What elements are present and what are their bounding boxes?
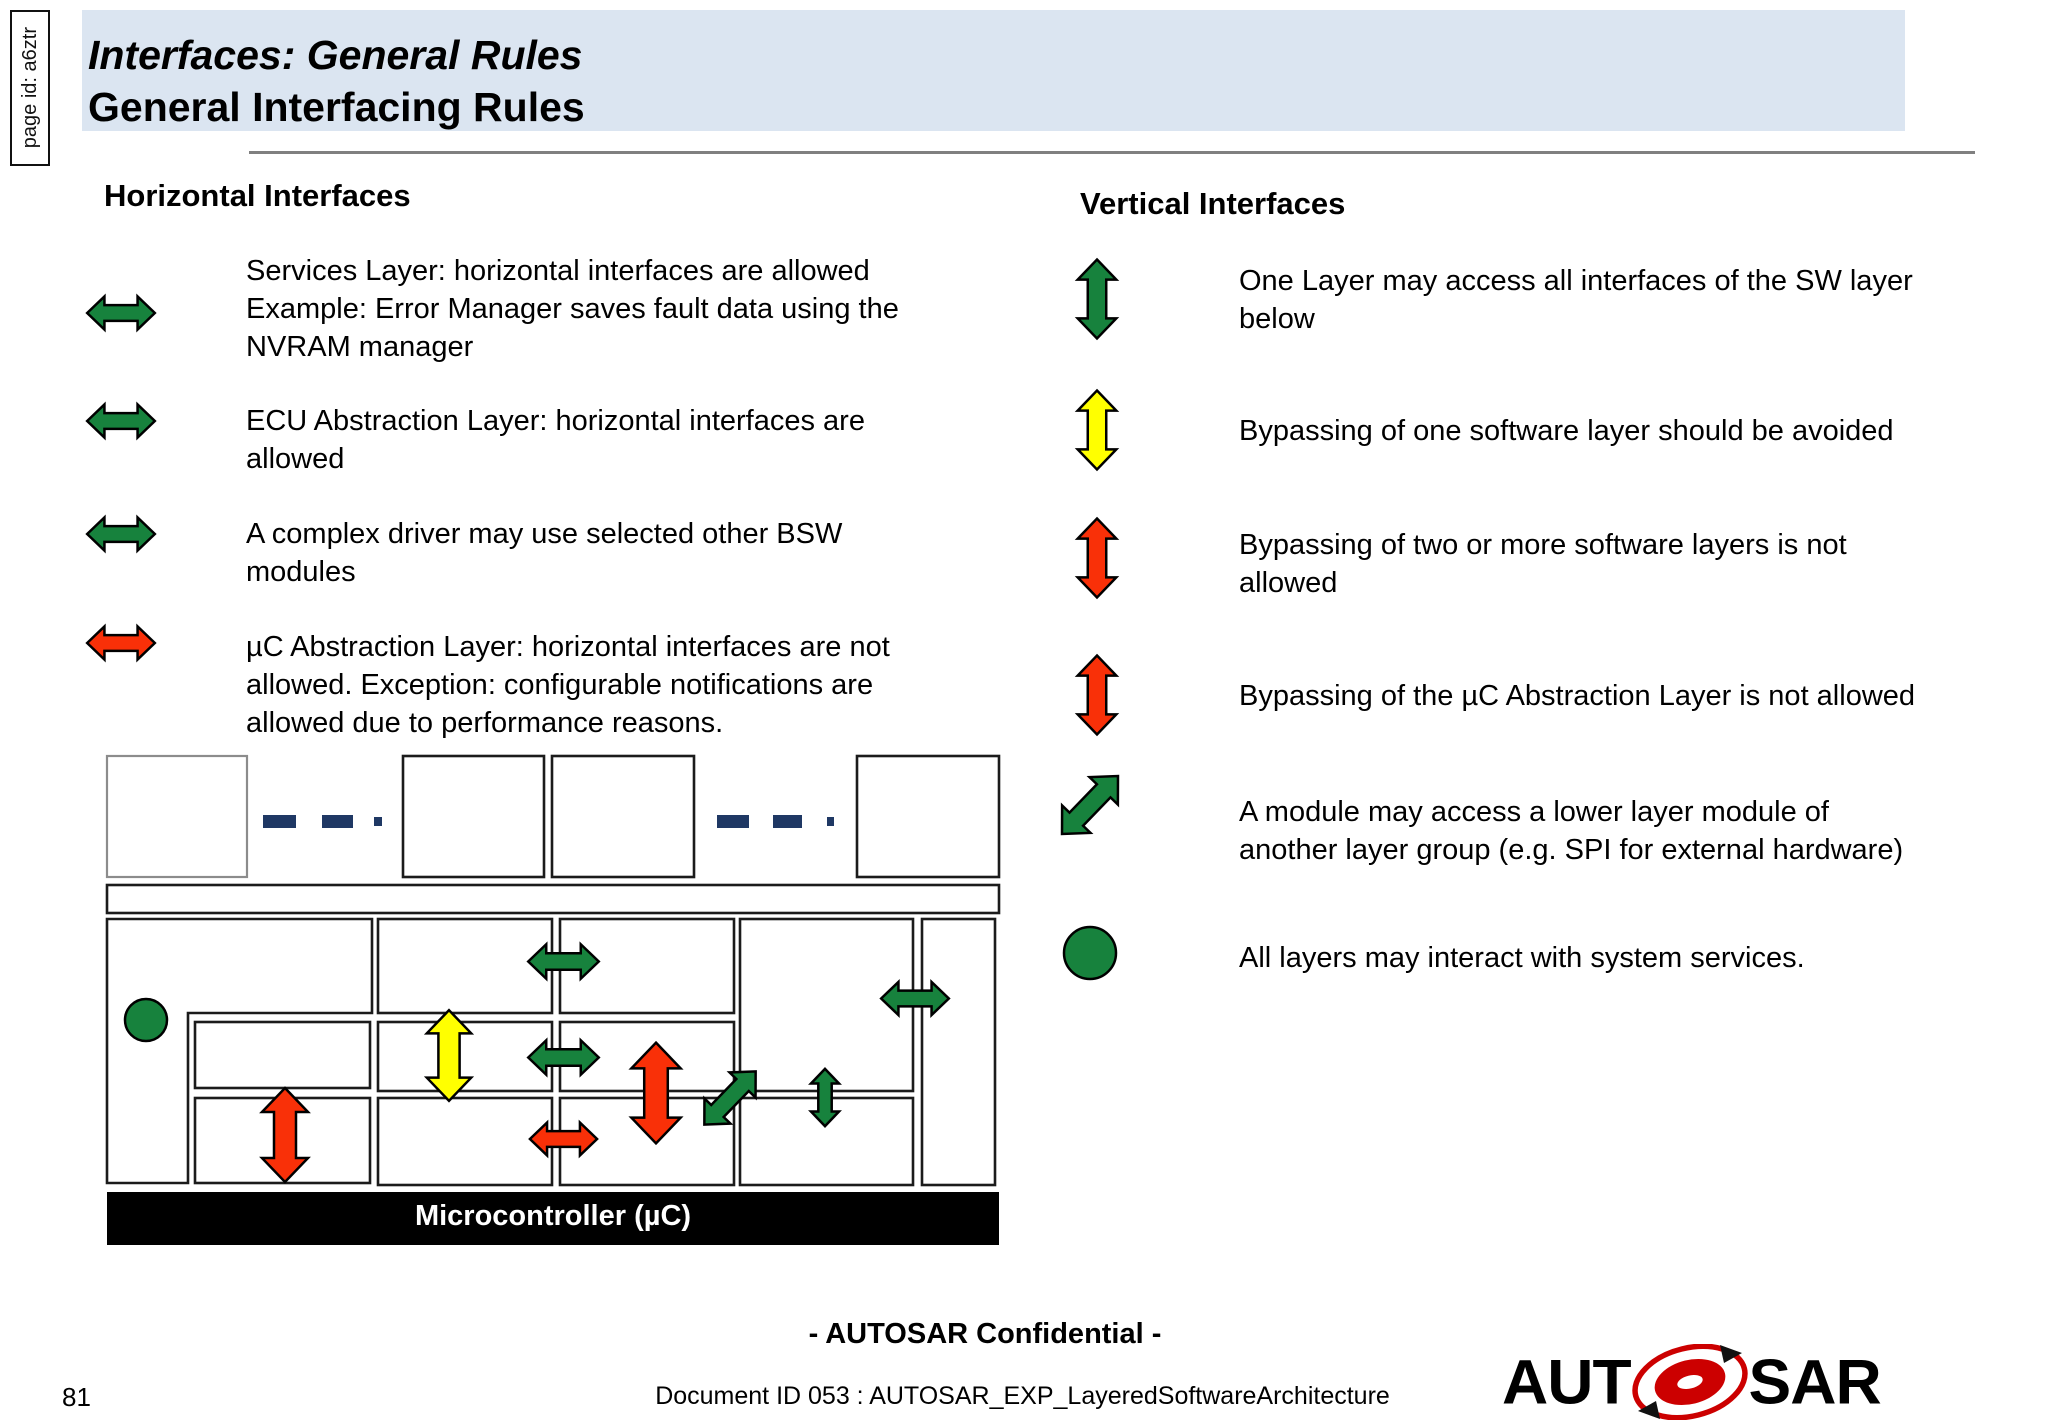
dashed-connector xyxy=(717,815,834,828)
diagram-top-box xyxy=(105,754,249,879)
page-id-box: page id: a6ztr xyxy=(10,10,50,166)
page-subtitle: General Interfacing Rules xyxy=(88,84,585,130)
vertical-rule-text: Bypassing of two or more software layers… xyxy=(1239,529,1847,599)
horizontal-arrow-icon xyxy=(86,625,156,661)
vertical-arrow-icon xyxy=(1076,389,1118,471)
horizontal-rule-text: µC Abstraction Layer: horizontal interfa… xyxy=(246,631,890,739)
diagram-top-box xyxy=(550,754,696,879)
vertical-rule-text: Bypassing of the µC Abstraction Layer is… xyxy=(1239,680,1916,712)
diagram-box xyxy=(376,1096,554,1187)
confidential-note: - AUTOSAR Confidential - xyxy=(808,1318,1162,1350)
diagram-box xyxy=(193,1020,372,1090)
dashed-connector xyxy=(263,815,382,828)
diagram-box xyxy=(376,917,554,1015)
logo-text-sar: SAR xyxy=(1748,1346,1882,1418)
diagram-top-box xyxy=(855,754,1001,879)
section-heading-vertical: Vertical Interfaces xyxy=(1080,186,1346,221)
vertical-rule-text: All layers may interact with system serv… xyxy=(1239,942,1805,974)
diagram-rte-strip xyxy=(105,883,1001,915)
horizontal-rule-text: Services Layer: horizontal interfaces ar… xyxy=(246,255,899,363)
diagram-box xyxy=(920,917,997,1187)
vertical-rule-text: Bypassing of one software layer should b… xyxy=(1239,415,1894,447)
title-bar xyxy=(82,10,1905,131)
horizontal-arrow-icon xyxy=(86,295,156,331)
vertical-arrow-icon xyxy=(1076,517,1118,599)
horizontal-arrow-icon xyxy=(86,516,156,552)
page-title: Interfaces: General Rules xyxy=(88,32,583,78)
diagonal-arrow-icon xyxy=(1046,760,1134,850)
horizontal-arrow-icon xyxy=(86,403,156,439)
document-id: Document ID 053 : AUTOSAR_EXP_LayeredSof… xyxy=(655,1382,1390,1410)
diagram-l-shape-layer xyxy=(105,917,374,1185)
microcontroller-bar xyxy=(107,1192,999,1245)
page-number: 81 xyxy=(62,1382,91,1412)
section-heading-horizontal: Horizontal Interfaces xyxy=(104,178,411,213)
title-separator xyxy=(249,151,1975,154)
circle-icon xyxy=(1062,925,1118,981)
logo-text-aut: AUT xyxy=(1502,1346,1632,1418)
vertical-arrow-icon xyxy=(1076,654,1118,736)
vertical-rule-text: A module may access a lower layer module… xyxy=(1239,796,1904,866)
diagram-circle-marker xyxy=(123,997,169,1043)
autosar-logo: AUT SAR xyxy=(1502,1344,1882,1420)
horizontal-rule-text: A complex driver may use selected other … xyxy=(246,518,843,588)
microcontroller-label: Microcontroller (µC) xyxy=(414,1200,692,1232)
vertical-rule-text: One Layer may access all interfaces of t… xyxy=(1239,265,1913,335)
horizontal-rule-text: ECU Abstraction Layer: horizontal interf… xyxy=(246,405,865,475)
diagram-top-box xyxy=(401,754,546,879)
logo-swirl-o-icon xyxy=(1631,1344,1748,1420)
vertical-arrow-icon xyxy=(1076,258,1118,340)
